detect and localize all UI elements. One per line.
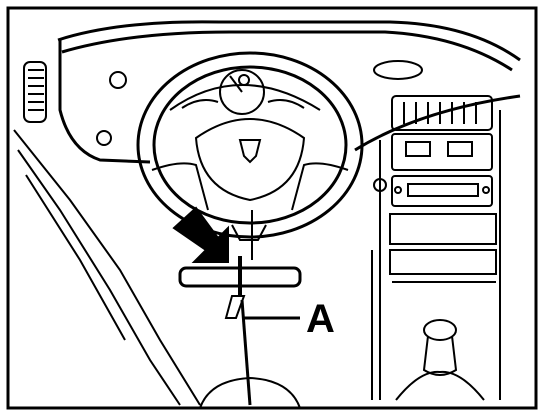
lever-handle bbox=[224, 295, 246, 319]
porsche-crest-icon bbox=[238, 139, 262, 164]
center-console bbox=[371, 110, 501, 400]
door-panel-edge bbox=[13, 129, 201, 406]
dashboard-knobs bbox=[96, 71, 387, 192]
border-frame bbox=[6, 6, 538, 410]
instrument-cluster bbox=[169, 69, 321, 115]
callout-label: A bbox=[306, 297, 335, 341]
gear-shifter bbox=[395, 319, 485, 401]
right-dash-vent bbox=[373, 60, 423, 80]
radio-unit bbox=[391, 133, 493, 207]
shifter-boot-left bbox=[199, 376, 301, 409]
left-air-vent bbox=[23, 61, 47, 123]
steering-shaft bbox=[240, 299, 252, 406]
center-air-vent bbox=[391, 95, 493, 131]
console-panels bbox=[389, 213, 497, 283]
steering-hub bbox=[151, 118, 349, 211]
steering-column bbox=[231, 210, 267, 260]
steering-wheel bbox=[136, 51, 364, 239]
arrow-pointer-icon bbox=[172, 206, 229, 263]
